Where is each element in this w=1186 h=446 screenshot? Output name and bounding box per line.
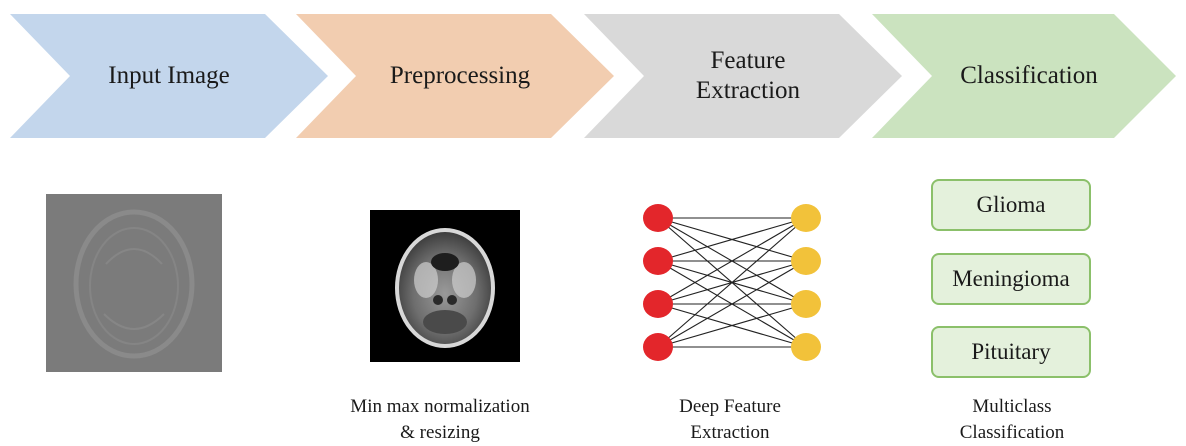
preprocessed-mri-image — [370, 210, 520, 362]
stage-label: Input Image — [108, 62, 230, 89]
output-node — [791, 247, 821, 275]
class-glioma: Glioma — [931, 179, 1091, 231]
network-edge — [657, 260, 807, 348]
chevron-fill — [296, 14, 614, 138]
chevron-shape — [584, 14, 902, 138]
chevron-fill — [10, 14, 328, 138]
network-edge — [657, 217, 807, 305]
input-node — [643, 290, 673, 318]
stage-label: Preprocessing — [389, 62, 531, 89]
stage-classification: Classification — [872, 14, 1176, 138]
pipeline-stages: Input Image Preprocessing Feature Extrac… — [0, 0, 1186, 150]
input-node — [643, 333, 673, 361]
caption-preprocessing: Min max normalization & resizing — [350, 396, 530, 443]
chevron-fill — [584, 14, 902, 138]
network-edge — [657, 303, 807, 348]
input-node — [643, 204, 673, 232]
stage-feature-extraction: Feature Extraction — [584, 14, 902, 138]
output-node — [791, 333, 821, 361]
class-pituitary: Pituitary — [931, 326, 1091, 378]
input-node — [643, 247, 673, 275]
output-node — [791, 204, 821, 232]
stage-label: Classification — [960, 62, 1098, 89]
caption-feature-extraction: Deep Feature Extraction — [679, 396, 781, 443]
network-edge — [657, 217, 807, 348]
chevron-shape — [296, 14, 614, 138]
input-mri-image — [46, 194, 222, 372]
network-edge — [657, 217, 807, 262]
chevron-shape — [872, 14, 1176, 138]
chevron-fill — [872, 14, 1176, 138]
chevron-shape — [10, 14, 328, 138]
caption-classification: Multiclass Classification — [959, 396, 1065, 443]
stage-preprocessing: Preprocessing — [296, 14, 614, 138]
faint-brain-scan — [73, 209, 195, 359]
output-node — [791, 290, 821, 318]
brain-scan — [395, 228, 495, 348]
stage-label: Feature Extraction — [695, 47, 801, 104]
neural-network-diagram — [643, 204, 821, 361]
class-meningioma: Meningioma — [931, 253, 1091, 305]
stage-input-image: Input Image — [10, 14, 328, 138]
